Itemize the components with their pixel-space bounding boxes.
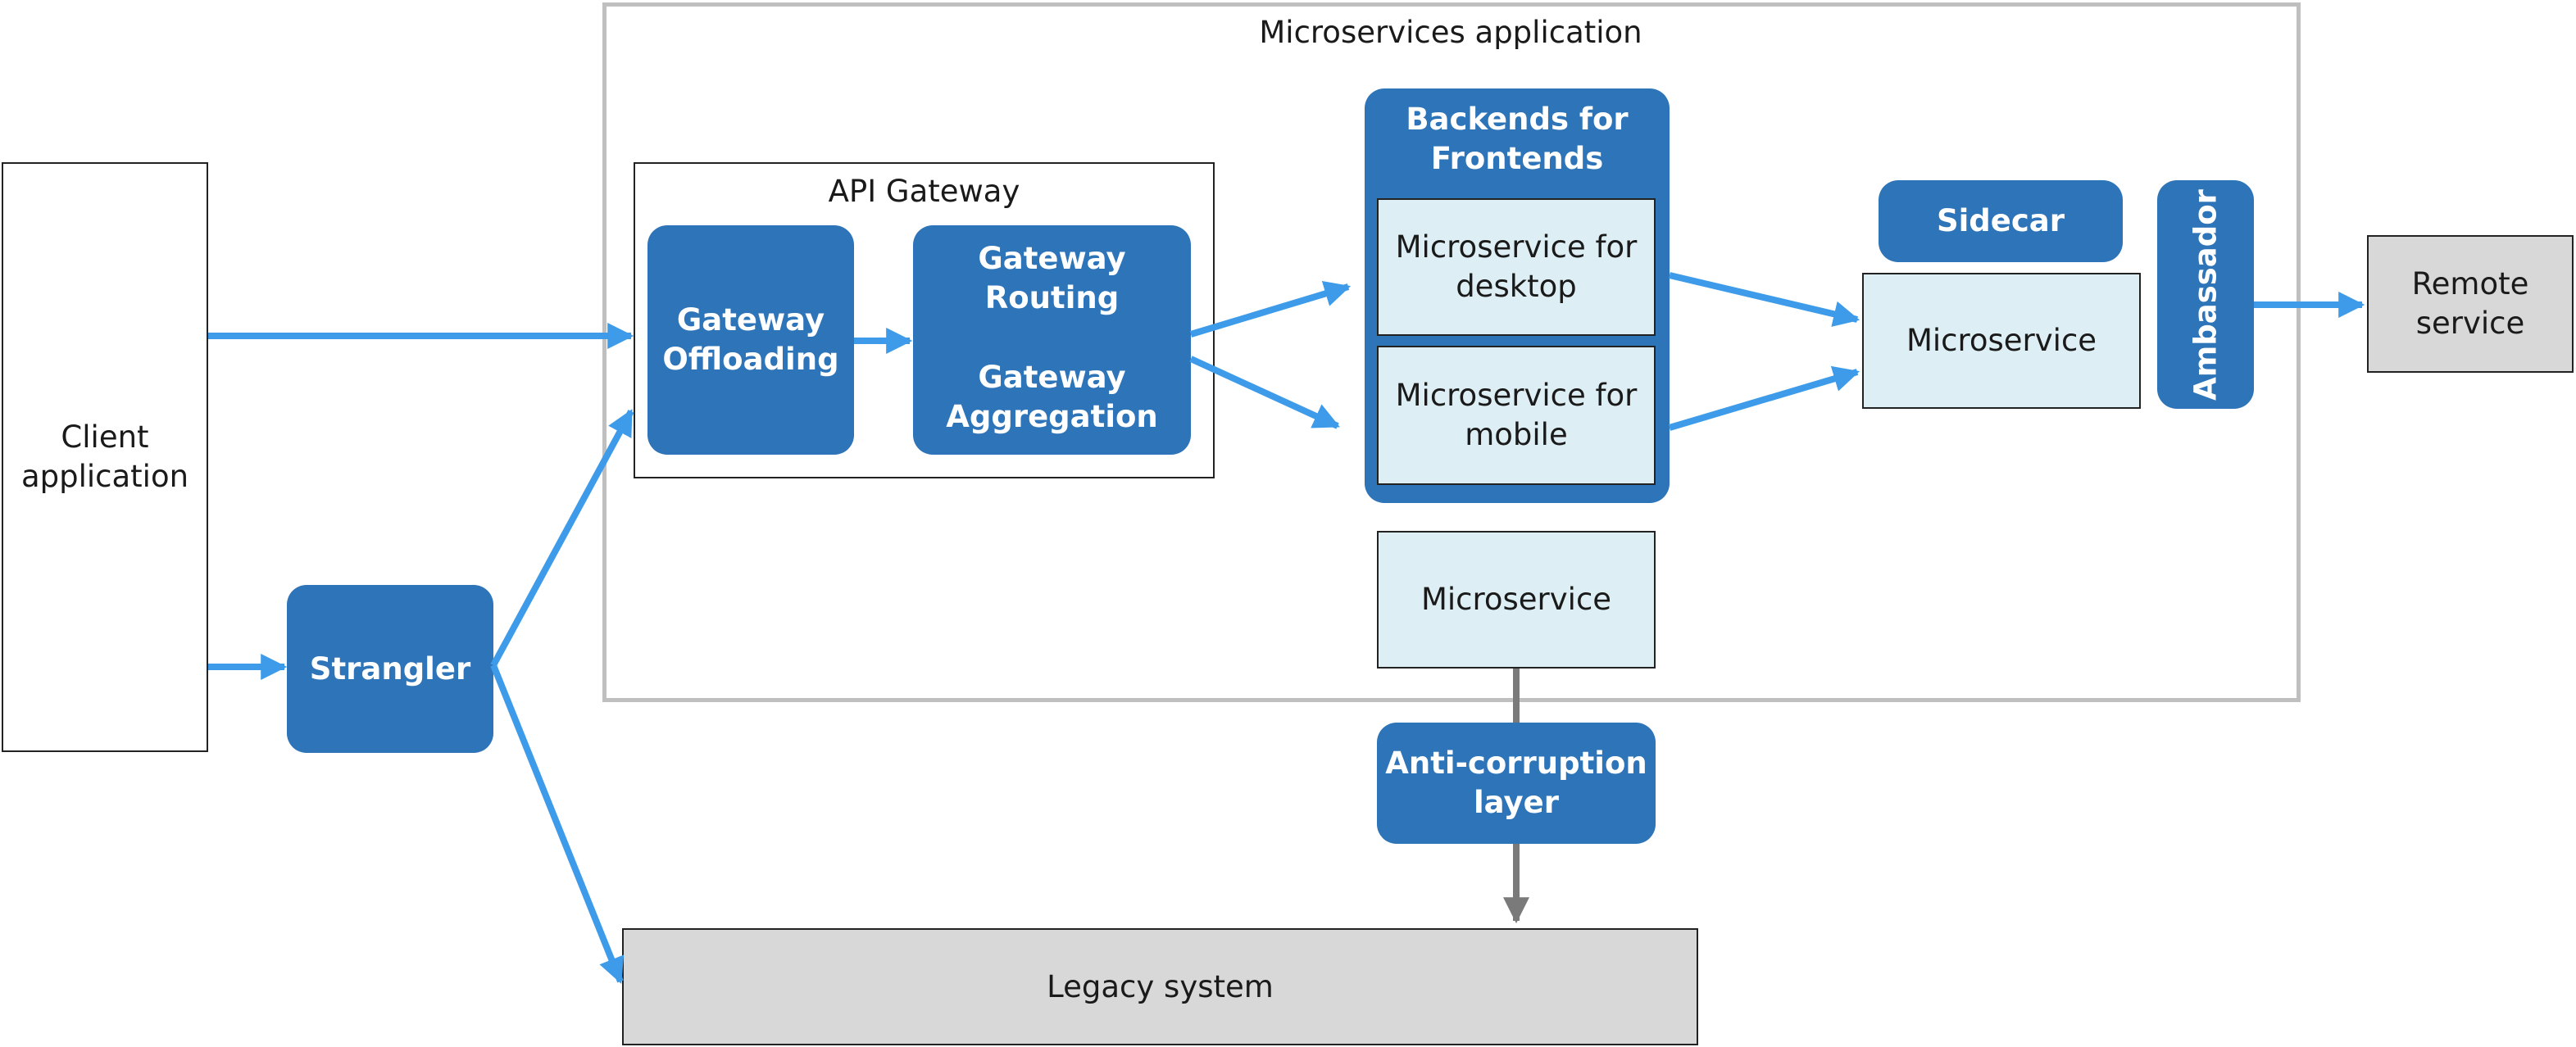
arrow-gateway-to-mobile [1189, 356, 1340, 429]
client-application-box: Client application [2, 162, 208, 752]
arrow-desktop-to-microservice [1669, 272, 1860, 327]
gateway-aggregation-label: Gateway Aggregation [946, 360, 1158, 434]
legacy-system-box: Legacy system [622, 928, 1698, 1045]
remote-service-box: Remote service [2367, 235, 2574, 373]
anti-corruption-layer-box: Anti-corruption layer [1377, 723, 1656, 844]
microservices-application-title: Microservices application [1259, 15, 1642, 50]
sidecar-box: Sidecar [1879, 180, 2123, 262]
gateway-routing-aggregation-box: Gateway Routing Gateway Aggregation [913, 225, 1191, 455]
gateway-offloading-box: Gateway Offloading [647, 225, 854, 455]
arrow-strangler-to-legacy [490, 664, 625, 984]
arrow-strangler-to-api-gateway [490, 409, 634, 667]
strangler-box: Strangler [287, 585, 493, 753]
api-gateway-title: API Gateway [828, 174, 1020, 209]
microservice-lower-box: Microservice [1377, 531, 1656, 669]
microservice-right-box: Microservice [1862, 273, 2141, 409]
microservice-for-desktop-box: Microservice for desktop [1377, 198, 1656, 336]
microservice-for-mobile-box: Microservice for mobile [1377, 346, 1656, 485]
arrow-mobile-to-microservice [1668, 365, 1860, 431]
microservices-application-container [602, 2, 2301, 702]
gateway-routing-label: Gateway Routing [978, 241, 1126, 315]
backends-for-frontends-label: Backends for Frontends [1406, 102, 1629, 176]
arrow-gateway-to-desktop [1189, 281, 1352, 338]
ambassador-box: Ambassador [2157, 180, 2254, 409]
